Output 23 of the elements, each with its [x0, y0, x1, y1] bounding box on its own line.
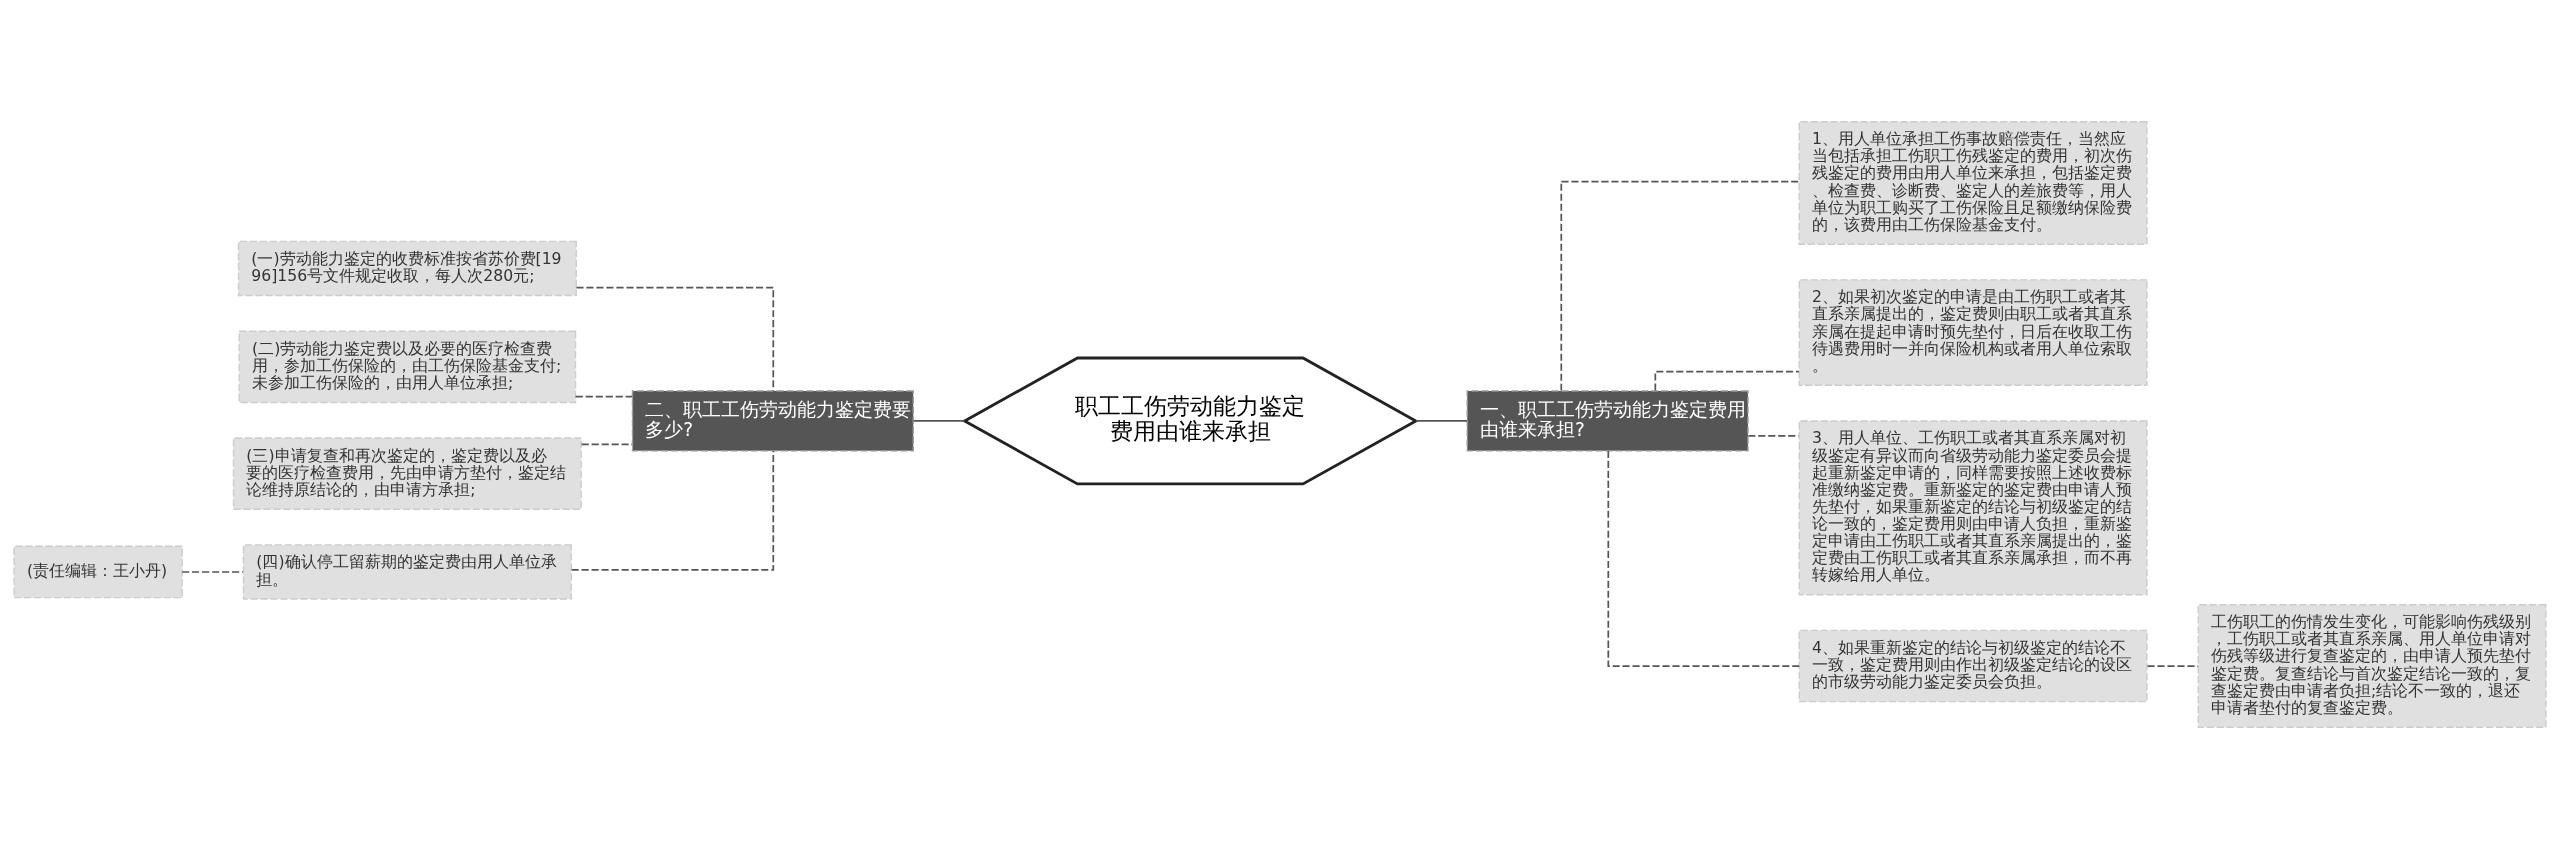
node-box: 工伤职工的伤情发生变化，可能影响伤残级别，工伤职工或者其直系亲属、用人单位申请对伤残等级进行复查鉴定的，由申请人预先垫付鉴定费。复查结论与首次鉴定结论一致的，复查鉴定费由申请者负担;结论不一致的，退还申请者垫付的复查鉴定费。	[2197, 604, 2547, 728]
node-box: 一、职工工伤劳动能力鉴定费用由谁来承担?	[1466, 390, 1749, 452]
connector	[575, 286, 775, 392]
connector	[570, 450, 775, 571]
node-box: 3、用人单位、工伤职工或者其直系亲属对初级鉴定有异议而向省级劳动能力鉴定委员会提起重新鉴定申请的，同样需要按照上述收费标准缴纳鉴定费。重新鉴定的鉴定费由申请人预先垫付，如果重新鉴定的结论与初级鉴定的结论一致的，鉴定费用则由申请人负担，重新鉴定申请由工伤职工或者其直系亲属提出的，鉴定费由工伤职工或者其直系亲属承担，而不再转嫁给用人单位。	[1798, 420, 2148, 596]
connector	[1560, 180, 1800, 392]
node-box: (二)劳动能力鉴定费以及必要的医疗检查费用，参加工伤保险的，由工伤保险基金支付;未参加工伤保险的，由用人单位承担;	[238, 330, 577, 404]
node-box: (四)确认停工留薪期的鉴定费由用人单位承担。	[242, 544, 572, 600]
node-box: 二、职工工伤劳动能力鉴定费要多少?	[631, 390, 914, 452]
node-box: (责任编辑：王小丹)	[13, 545, 183, 599]
connector	[2146, 665, 2199, 667]
node-box: (一)劳动能力鉴定的收费标准按省苏价费[1996]156号文件规定收取，每人次280元;	[237, 240, 577, 297]
node-box: 4、如果重新鉴定的结论与初级鉴定的结论不一致，鉴定费用则由作出初级鉴定结论的设区的市级劳动能力鉴定委员会负担。	[1798, 629, 2148, 703]
connector	[1415, 420, 1468, 422]
connector	[181, 571, 244, 573]
connector	[912, 420, 966, 422]
connector	[1607, 450, 1801, 667]
connector	[580, 443, 633, 446]
connector	[1747, 435, 1800, 437]
node-box: (三)申请复查和再次鉴定的，鉴定费以及必要的医疗检查费用，先由申请方垫付，鉴定结论维持原结论的，由申请方承担;	[232, 437, 582, 510]
node-box: 2、如果初次鉴定的申请是由工伤职工或者其直系亲属提出的，鉴定费则由职工或者其直系亲属在提起申请时预先垫付，日后在收取工伤待遇费用时一并向保险机构或者用人单位索取。	[1798, 279, 2148, 386]
connector	[574, 395, 634, 398]
node-box: 1、用人单位承担工伤事故赔偿责任，当然应当包括承担工伤职工伤残鉴定的费用，初次伤残鉴定的费用由用人单位来承担，包括鉴定费、检查费、诊断费、鉴定人的差旅费等，用人单位为职工购买了工伤保险且足额缴纳保险费的，该费用由工伤保险基金支付。	[1798, 121, 2148, 245]
